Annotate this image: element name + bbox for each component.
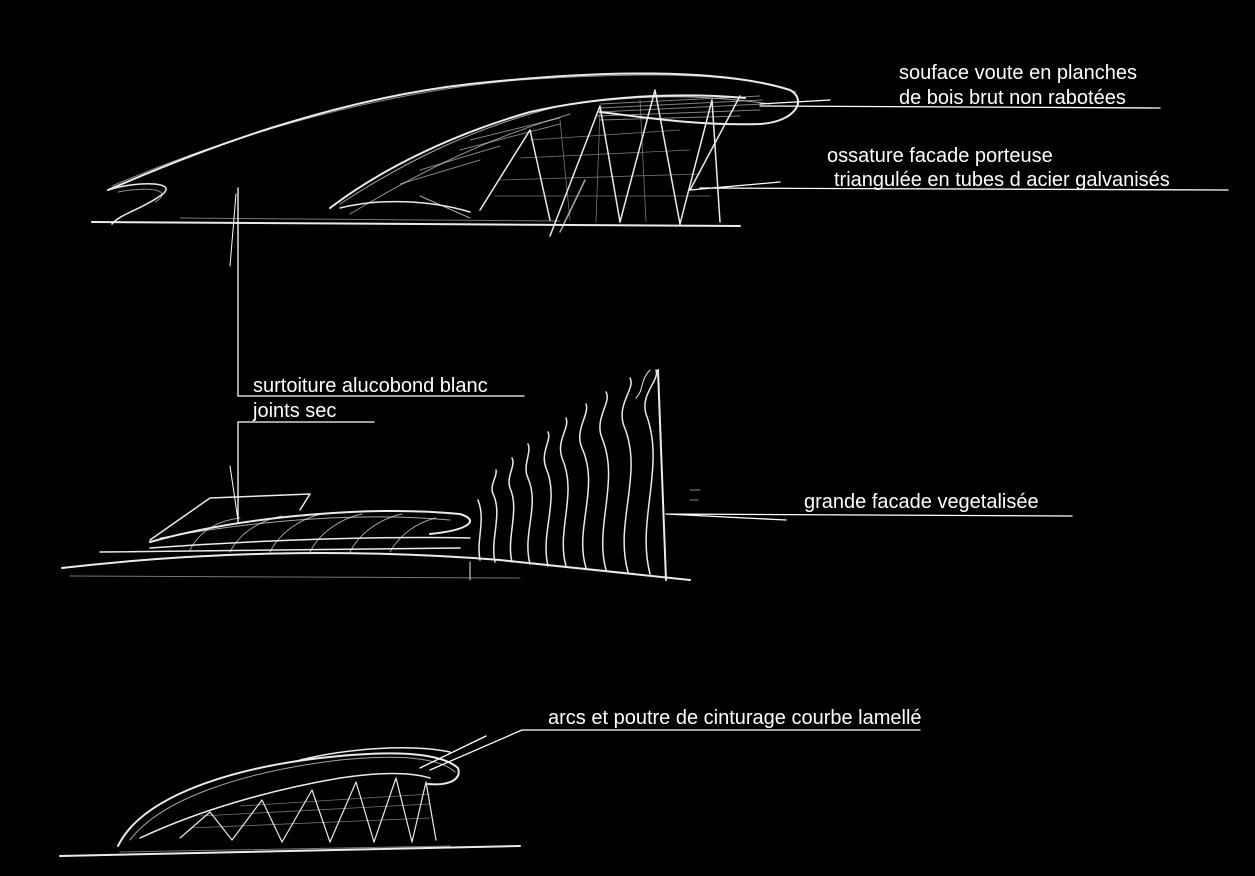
leader-surtoiture: [237, 187, 525, 397]
label-arcs: arcs et poutre de cinturage courbe lamel…: [548, 707, 922, 729]
label-surtoiture-line2: joints sec: [253, 400, 337, 422]
triangulated-facade-top: [479, 89, 741, 237]
roof-shell-middle: [149, 493, 311, 541]
ground-line-top: [91, 221, 741, 227]
ground-line-middle: [61, 552, 691, 581]
leader-facade: [665, 513, 1073, 521]
sketch-bottom-section: [59, 747, 521, 857]
label-souface-line2: de bois brut non rabotées: [899, 87, 1126, 109]
label-facade: grande facade vegetalisée: [804, 491, 1039, 513]
leader-souface: [759, 99, 1161, 109]
leader-joints: [237, 421, 375, 523]
roof-arcs-middle: [189, 513, 437, 553]
vault-hatching: [399, 95, 765, 185]
leader-lines: [229, 99, 1229, 771]
vault-inner-curve: [329, 94, 746, 209]
leader-ossature: [689, 181, 1229, 191]
label-surtoiture-line1: surtoiture alucobond blanc: [253, 375, 488, 397]
triangulated-ribs-bottom: [179, 777, 437, 843]
ground-line-bottom: [59, 845, 521, 857]
vegetated-wall: [477, 369, 658, 575]
sketch-middle-section: [61, 369, 701, 581]
sketch-top-section: [91, 72, 800, 237]
label-souface-line1: souface voute en planches: [899, 62, 1137, 84]
leader-arcs: [419, 729, 921, 771]
label-ossature-line2: triangulée en tubes d acier galvanisés: [834, 169, 1170, 191]
roof-outer-curve: [107, 72, 800, 191]
label-ossature-line1: ossature facade porteuse: [827, 145, 1053, 167]
shell-outer-bottom: [117, 752, 460, 847]
